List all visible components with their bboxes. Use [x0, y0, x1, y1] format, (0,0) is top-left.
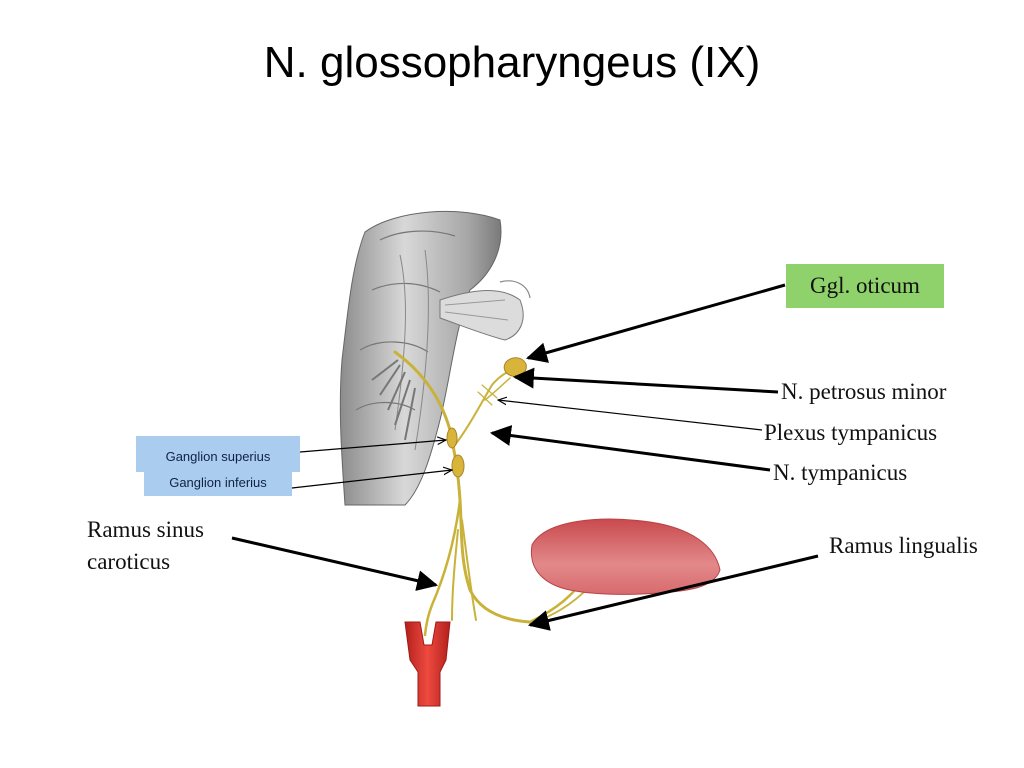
label-ramus-sinus-line2: caroticus [87, 549, 171, 574]
pointer-lines [231, 283, 819, 631]
carotid-artery-illustration [404, 621, 451, 707]
label-n-petrosus-minor: N. petrosus minor [781, 379, 947, 404]
ganglion-superius-shape [446, 427, 458, 449]
page-title: N. glossopharyngeus (IX) [263, 38, 761, 87]
label-ganglion-superius: Ganglion superius [136, 436, 300, 472]
tongue-illustration [530, 518, 721, 595]
label-ramus-sinus-line1: Ramus sinus [87, 517, 204, 542]
label-ramus-sinus-caroticus: Ramus sinus caroticus [87, 514, 237, 578]
label-plexus-tympanicus: Plexus tympanicus [764, 420, 938, 445]
label-n-tympanicus: N. tympanicus [773, 460, 908, 485]
ganglion-oticum-shape [503, 357, 527, 377]
brainstem-illustration [339, 210, 531, 506]
label-ramus-lingualis: Ramus lingualis [829, 533, 978, 558]
label-ggl-oticum: Ggl. oticum [786, 264, 944, 308]
label-ganglion-inferius: Ganglion inferius [144, 472, 292, 496]
ganglion-inferius-shape [451, 454, 465, 478]
